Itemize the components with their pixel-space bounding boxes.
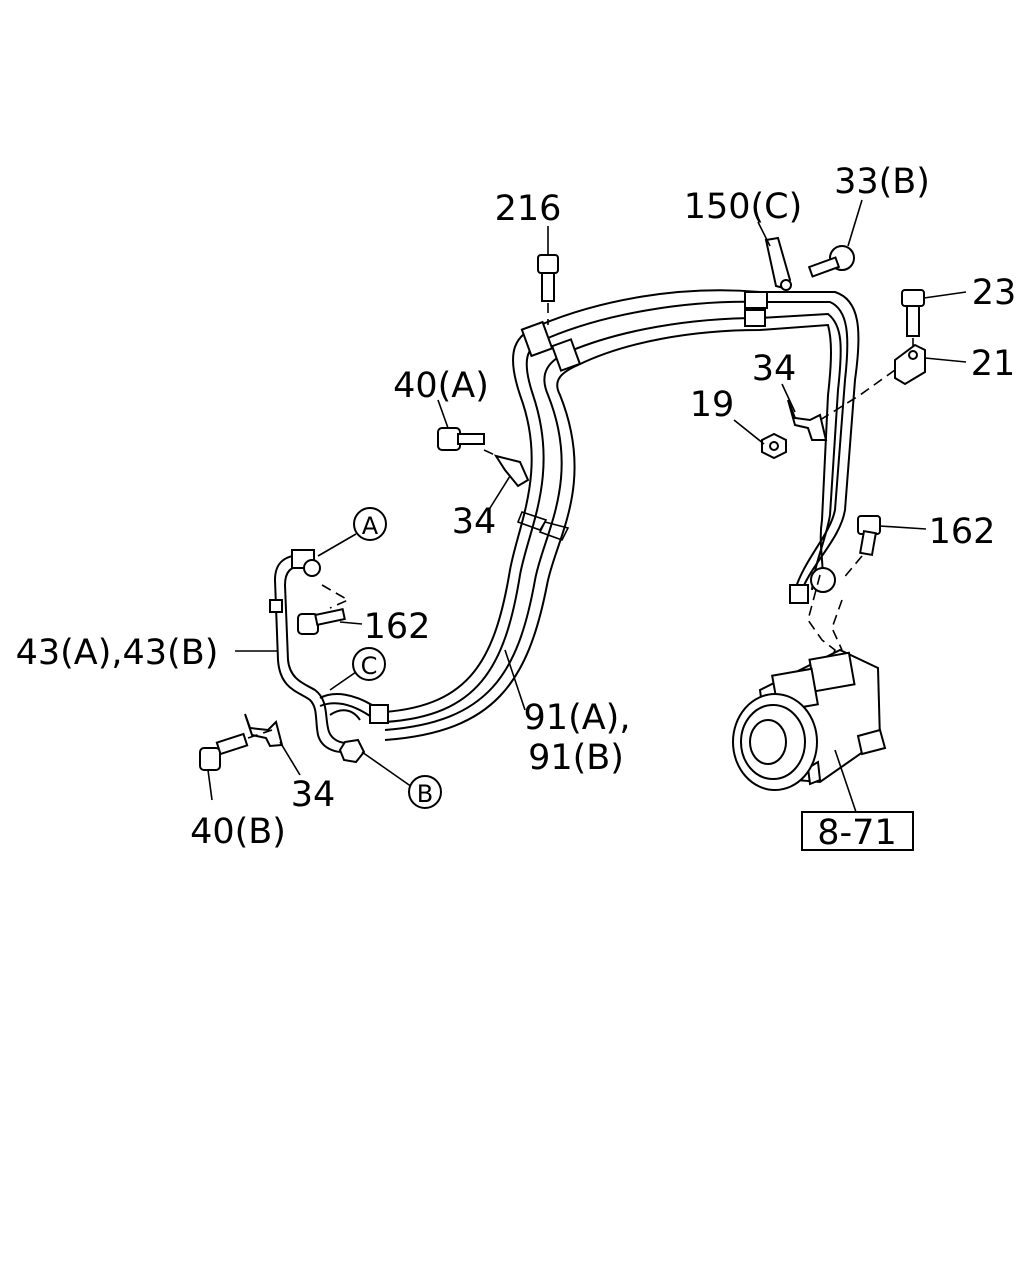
bolt-40a: [437, 427, 511, 463]
bolt-162-right: [841, 515, 881, 581]
callout-a-letter: A: [362, 512, 379, 540]
bolt-40b: [199, 729, 273, 771]
clamp-34-top: [787, 399, 828, 441]
label-162-left: 162: [364, 607, 431, 647]
callout-b-letter: B: [417, 780, 433, 808]
label-150c: 150(C): [684, 187, 803, 227]
leader-lines: [207, 199, 967, 816]
callout-c-letter: C: [361, 652, 378, 680]
callout-b: B: [408, 775, 442, 809]
label-33b: 33(B): [834, 162, 930, 202]
bracket-21: [819, 343, 926, 421]
nut-19: [761, 432, 787, 460]
compressor: [732, 574, 887, 791]
label-34-bottom: 34: [291, 775, 336, 815]
hose-91-assembly: [319, 289, 860, 741]
label-21: 21: [971, 344, 1016, 384]
reference-box: 8-71: [801, 811, 914, 853]
bolt-162-left: [297, 584, 350, 635]
label-34-mid: 34: [452, 502, 497, 542]
reference-box-label: 8-71: [817, 813, 896, 853]
pipe-43-assembly: [269, 549, 366, 764]
bolt-33b: [807, 245, 855, 278]
label-43: 43(A),43(B): [16, 633, 219, 673]
clamp-34-bottom: [244, 713, 284, 748]
clamp-34-mid: [493, 454, 530, 488]
label-91b: 91(B): [528, 738, 624, 778]
label-91a: 91(A),: [524, 698, 631, 738]
label-34-top: 34: [752, 349, 797, 389]
clip-150c: [764, 236, 792, 291]
label-19: 19: [690, 385, 735, 425]
label-216: 216: [495, 189, 562, 229]
bolt-216: [537, 254, 559, 325]
label-162-right: 162: [929, 512, 996, 552]
label-40a: 40(A): [393, 366, 489, 406]
callout-c: C: [352, 647, 386, 681]
callout-a: A: [353, 507, 387, 541]
bolt-23: [901, 289, 925, 350]
label-23: 23: [972, 273, 1017, 313]
label-40b: 40(B): [190, 812, 286, 852]
